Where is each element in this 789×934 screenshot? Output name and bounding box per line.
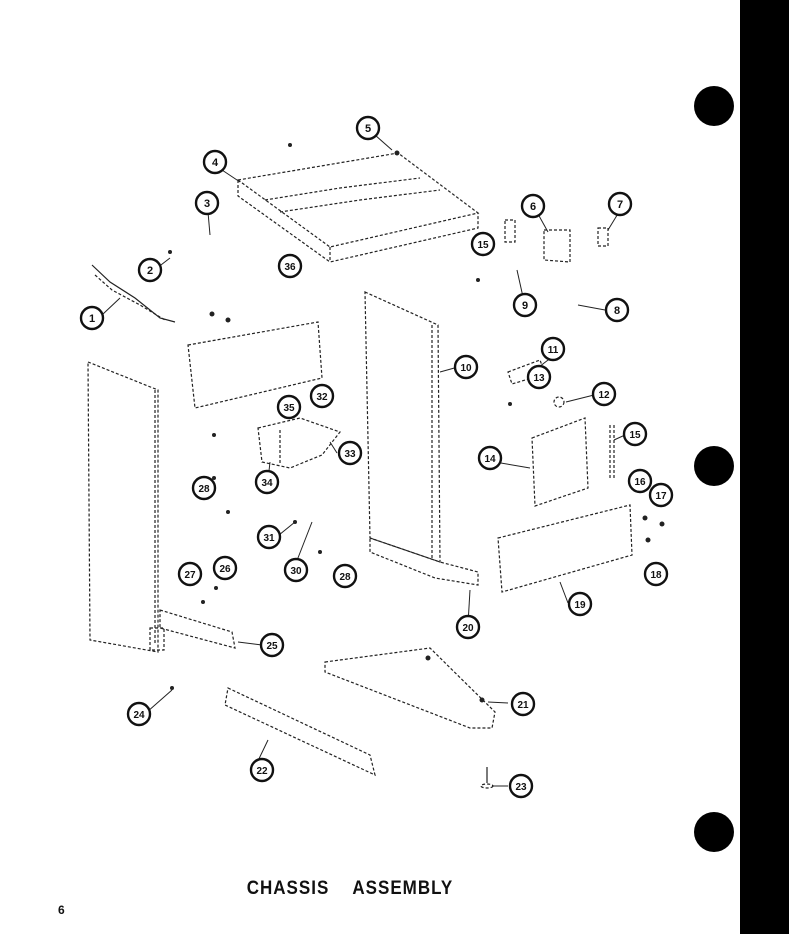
callout-number: 5 <box>365 123 371 135</box>
callout-number: 2 <box>147 265 153 277</box>
callout-balloon <box>194 190 220 216</box>
callout-number: 28 <box>198 484 210 495</box>
callout-balloon <box>627 468 653 494</box>
callout-number: 11 <box>548 345 559 356</box>
callout-balloon <box>591 381 617 407</box>
callout-number: 7 <box>617 199 623 211</box>
page-number: 6 <box>58 903 65 917</box>
right-strip-part <box>609 425 615 478</box>
callout-number: 16 <box>634 477 646 488</box>
callout-balloon <box>337 440 363 466</box>
front-rail-part <box>369 537 479 586</box>
callout-balloon <box>648 482 674 508</box>
callout-number: 4 <box>212 157 219 169</box>
bottom-front-rail-part <box>324 647 496 729</box>
callout-balloon <box>254 469 280 495</box>
callout-number: 24 <box>133 710 145 721</box>
callout-balloon <box>355 115 381 141</box>
callout-balloon <box>177 561 203 587</box>
callout-balloon <box>276 394 302 420</box>
callout-number: 19 <box>574 600 586 611</box>
callout-number: 17 <box>655 491 667 502</box>
callout-number: 36 <box>284 262 296 273</box>
callout-balloon <box>277 253 303 279</box>
callout-number: 26 <box>219 564 231 575</box>
callout-balloon <box>259 632 285 658</box>
callout-number: 15 <box>477 240 489 251</box>
top-panel-part <box>236 152 480 263</box>
callout-number: 32 <box>316 392 328 403</box>
center-panel-part <box>364 291 441 563</box>
hardware-marks <box>168 143 665 703</box>
callout-balloon <box>520 193 546 219</box>
bottom-rail-part <box>224 687 376 777</box>
callout-balloon <box>283 557 309 583</box>
callout-balloon <box>137 257 163 283</box>
callout-number: 1 <box>89 313 95 325</box>
center-bracket-part <box>257 417 341 469</box>
callout-number: 13 <box>533 373 545 384</box>
callout-number: 25 <box>266 641 278 652</box>
binder-hole-middle <box>694 446 734 486</box>
switch-part <box>507 359 565 408</box>
callout-balloon <box>202 149 228 175</box>
callout-number: 3 <box>204 198 210 210</box>
callout-balloon <box>622 421 648 447</box>
callout-balloon <box>526 364 552 390</box>
callout-number: 15 <box>629 430 641 441</box>
callout-balloon <box>510 691 536 717</box>
callout-balloon <box>477 445 503 471</box>
callout-number: 8 <box>614 305 620 317</box>
callout-number: 9 <box>522 300 528 312</box>
callout-number: 27 <box>184 570 196 581</box>
callout-number: 14 <box>484 454 496 465</box>
callout-balloon <box>256 524 282 550</box>
cover-plate-part <box>531 417 589 507</box>
callout-number: 23 <box>515 782 527 793</box>
page-edge-bar <box>740 0 789 934</box>
callout-balloon <box>309 383 335 409</box>
callout-number: 12 <box>598 390 610 401</box>
callout-number: 33 <box>344 449 356 460</box>
callout-number: 35 <box>283 403 295 414</box>
binder-hole-bottom <box>694 812 734 852</box>
callout-balloon <box>126 701 152 727</box>
callout-balloon <box>512 292 538 318</box>
callout-balloon <box>604 297 630 323</box>
callout-number: 28 <box>339 572 351 583</box>
callout-number: 10 <box>460 363 472 374</box>
power-cord-part <box>91 264 176 323</box>
callout-balloon <box>191 475 217 501</box>
callout-number: 31 <box>263 533 275 544</box>
front-lower-panel-part <box>497 504 633 593</box>
callout-balloon <box>332 563 358 589</box>
left-bracket-part <box>159 609 236 649</box>
callout-number: 6 <box>530 201 536 213</box>
binder-hole-top <box>694 86 734 126</box>
callout-balloon <box>643 561 669 587</box>
exploded-parts-diagram <box>87 134 665 789</box>
callout-balloon <box>79 305 105 331</box>
callout-number: 21 <box>517 700 529 711</box>
callout-balloon <box>540 336 566 362</box>
callout-number: 22 <box>256 766 268 777</box>
callout-number: 18 <box>650 570 662 581</box>
left-side-panel-part <box>87 361 165 653</box>
callout-balloon <box>212 555 238 581</box>
diagram-caption: CHASSIS ASSEMBLY <box>246 876 454 899</box>
callout-balloon <box>249 757 275 783</box>
callout-balloon <box>508 773 534 799</box>
callout-balloon <box>567 591 593 617</box>
callout-number: 34 <box>261 478 273 489</box>
callout-number: 30 <box>290 566 302 577</box>
callout-balloon <box>607 191 633 217</box>
callout-balloon <box>453 354 479 380</box>
hinge-bracket-part <box>504 219 609 263</box>
callout-number: 20 <box>462 623 474 634</box>
callout-balloon <box>455 614 481 640</box>
callout-balloon <box>470 231 496 257</box>
